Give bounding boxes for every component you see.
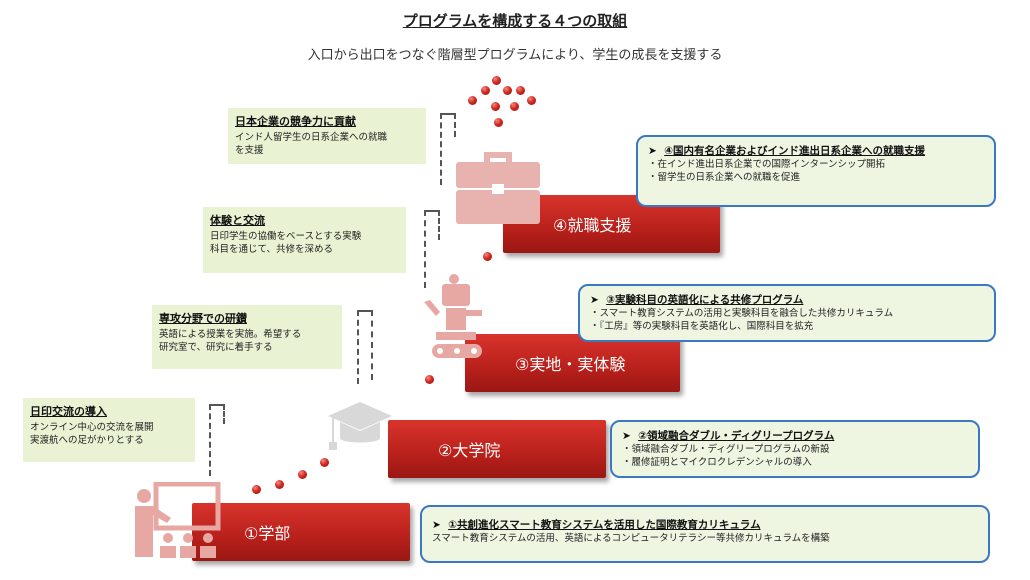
path-dot xyxy=(527,96,536,105)
arrow-icon: ➤ xyxy=(432,519,441,531)
initiative-box-2: ➤ ②領域融合ダブル・ディグリープログラム ・領域融合ダブル・ディグリープログラ… xyxy=(610,420,980,478)
path-dot xyxy=(298,470,307,479)
path-dot xyxy=(483,252,492,261)
step-label: ③実地・実体験 xyxy=(515,355,626,374)
path-dot xyxy=(252,485,261,494)
note-heading: 日印交流の導入 xyxy=(30,405,107,418)
step-label: ②大学院 xyxy=(438,441,501,460)
initiative-heading: ②領域融合ダブル・ディグリープログラム xyxy=(638,430,835,442)
path-dot xyxy=(510,102,519,111)
initiative-line: ・履修証明とマイクロクレデンシャルの導入 xyxy=(622,457,812,468)
initiative-heading: ①共創進化スマート教育システムを活用した国際教育カリキュラム xyxy=(448,519,761,531)
path-dot xyxy=(494,118,503,127)
note-line: 研究室で、研究に着手する xyxy=(159,342,273,353)
path-dot xyxy=(481,86,490,95)
step-label: ①学部 xyxy=(244,524,291,543)
bracket-line xyxy=(436,210,440,240)
initiative-line: ・在インド進出日系企業での国際インターンシップ開拓 xyxy=(648,159,886,170)
bracket-line xyxy=(209,404,225,476)
note-heading: 専攻分野での研鑚 xyxy=(159,312,247,325)
bracket-line xyxy=(424,210,440,288)
teacher-classroom-icon xyxy=(135,482,221,558)
note-line: を支援 xyxy=(235,145,264,156)
bracket-line xyxy=(357,310,373,384)
page-subtitle: 入口から出口をつなぐ階層型プログラムにより、学生の成長を支援する xyxy=(307,48,723,63)
note-line: インド人留学生の日系企業への就職 xyxy=(235,132,388,143)
note-career: 日本企業の競争力に貢献 インド人留学生の日系企業への就職 を支援 xyxy=(228,108,426,164)
step-bar-1: ①学部 xyxy=(192,503,410,561)
note-line: 科目を通じて、共修を深める xyxy=(210,244,334,255)
note-line: オンライン中心の交流を展開 xyxy=(30,422,154,433)
step-label: ④就職支援 xyxy=(553,216,632,235)
arrow-icon: ➤ xyxy=(590,294,599,306)
note-line: 実渡航への足がかりとする xyxy=(30,435,144,446)
initiative-box-3: ➤ ③実験科目の英語化による共修プログラム ・スマート教育システムの活用と実験科… xyxy=(578,284,996,342)
initiative-box-4: ➤ ④国内有名企業およびインド進出日系企業への就職支援 ・在インド進出日系企業で… xyxy=(636,135,996,207)
arrow-icon: ➤ xyxy=(622,430,631,442)
path-dot xyxy=(491,102,500,111)
note-heading: 日本企業の競争力に貢献 xyxy=(235,115,356,128)
arrow-icon: ➤ xyxy=(648,145,657,157)
initiative-line: ・留学生の日系企業への就職を促進 xyxy=(648,172,801,183)
path-dot xyxy=(425,375,434,384)
initiative-heading: ③実験科目の英語化による共修プログラム xyxy=(606,294,804,306)
path-dot xyxy=(503,86,512,95)
initiative-heading: ④国内有名企業およびインド進出日系企業への就職支援 xyxy=(664,145,926,157)
note-line: 日印学生の協働をベースとする実験 xyxy=(210,231,362,242)
note-research: 専攻分野での研鑚 英語による授業を実施。希望する 研究室で、研究に着手する xyxy=(152,305,342,369)
bracket-line xyxy=(440,113,456,185)
path-dot xyxy=(516,86,525,95)
step-bar-2: ②大学院 xyxy=(388,420,606,478)
path-dot xyxy=(275,480,284,489)
step-bar-3: ③実地・実体験 xyxy=(465,334,680,392)
path-dot xyxy=(320,458,329,467)
initiative-line: ・スマート教育システムの活用と実験科目を融合した共修カリキュラム xyxy=(590,308,894,319)
robot-icon xyxy=(424,274,482,358)
note-exchange: 日印交流の導入 オンライン中心の交流を展開 実渡航への足がかりとする xyxy=(23,398,195,462)
initiative-line: ・領域融合ダブル・ディグリープログラムの新設 xyxy=(622,444,830,455)
briefcase-icon xyxy=(456,152,540,224)
bracket-line xyxy=(452,113,456,137)
note-heading: 体験と交流 xyxy=(210,214,265,227)
bracket-line xyxy=(369,310,373,380)
page-title: プログラムを構成する４つの取組 xyxy=(402,12,628,30)
initiative-box-1: ➤ ①共創進化スマート教育システムを活用した国際教育カリキュラム スマート教育シ… xyxy=(420,505,990,563)
note-line: 英語による授業を実施。希望する xyxy=(159,329,302,340)
initiative-line: ・『工房』等の実験科目を英語化し、国際科目を拡充 xyxy=(590,321,814,332)
note-experience: 体験と交流 日印学生の協働をベースとする実験 科目を通じて、共修を深める xyxy=(203,207,406,273)
bracket-line xyxy=(221,404,225,424)
path-dot xyxy=(492,76,501,85)
initiative-line: スマート教育システムの活用、英語によるコンピュータリテラシー等共修カリキュラムを… xyxy=(432,533,830,544)
graduation-cap-icon xyxy=(328,402,392,450)
path-dot xyxy=(468,96,477,105)
